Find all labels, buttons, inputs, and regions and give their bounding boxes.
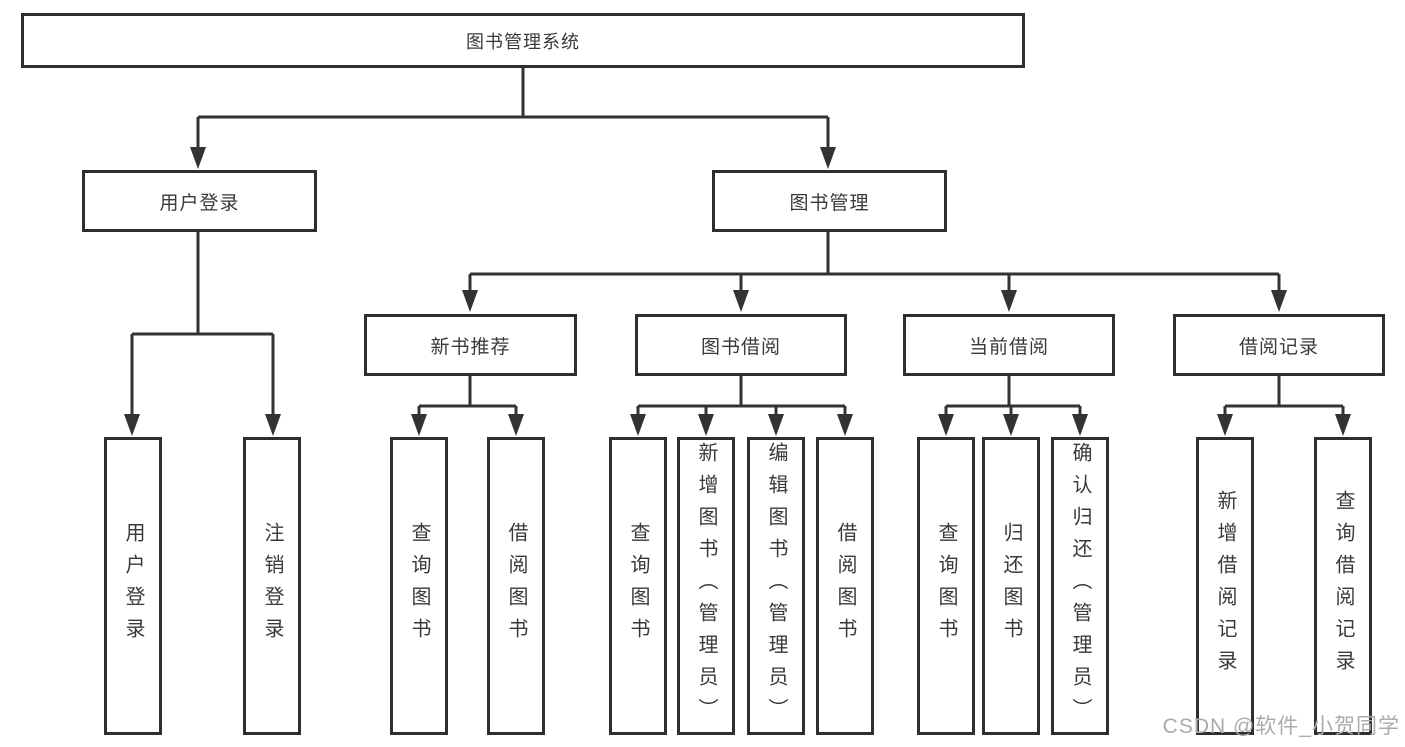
leaf-label: 查询图书 <box>627 522 649 650</box>
node-library-system: 图书管理系统 <box>21 13 1025 68</box>
node-user-login-leaf: 用户登录 <box>104 437 162 735</box>
leaf-label: 确认归还（管理员） <box>1069 442 1091 730</box>
node-add-books-admin: 新增图书（管理员） <box>677 437 735 735</box>
node-borrow-books-recommend: 借阅图书 <box>487 437 545 735</box>
leaf-label: 注销登录 <box>261 522 283 650</box>
leaf-label: 新增借阅记录 <box>1214 490 1236 682</box>
leaf-label: 查询图书 <box>408 522 430 650</box>
leaf-label: 归还图书 <box>1000 522 1022 650</box>
leaf-label: 借阅图书 <box>505 522 527 650</box>
node-borrow-books-leaf: 借阅图书 <box>816 437 874 735</box>
leaf-label: 查询借阅记录 <box>1332 490 1354 682</box>
node-query-books-recommend: 查询图书 <box>390 437 448 735</box>
leaf-label: 查询图书 <box>935 522 957 650</box>
node-book-borrowing: 图书借阅 <box>635 314 847 376</box>
node-query-borrow-record: 查询借阅记录 <box>1314 437 1372 735</box>
node-new-book-recommend: 新书推荐 <box>364 314 577 376</box>
node-user-login-branch: 用户登录 <box>82 170 317 232</box>
leaf-label: 用户登录 <box>122 522 144 650</box>
node-add-borrow-record: 新增借阅记录 <box>1196 437 1254 735</box>
leaf-label: 编辑图书（管理员） <box>765 442 787 730</box>
node-borrowing-records: 借阅记录 <box>1173 314 1385 376</box>
node-query-books-current: 查询图书 <box>917 437 975 735</box>
leaf-label: 借阅图书 <box>834 522 856 650</box>
node-return-books: 归还图书 <box>982 437 1040 735</box>
leaf-label: 新增图书（管理员） <box>695 442 717 730</box>
node-book-management-branch: 图书管理 <box>712 170 947 232</box>
node-current-borrowing: 当前借阅 <box>903 314 1115 376</box>
csdn-watermark: CSDN @软件_小贺同学 <box>1162 715 1400 738</box>
node-edit-books-admin: 编辑图书（管理员） <box>747 437 805 735</box>
node-logout-leaf: 注销登录 <box>243 437 301 735</box>
node-query-books-borrow: 查询图书 <box>609 437 667 735</box>
node-confirm-return-admin: 确认归还（管理员） <box>1051 437 1109 735</box>
